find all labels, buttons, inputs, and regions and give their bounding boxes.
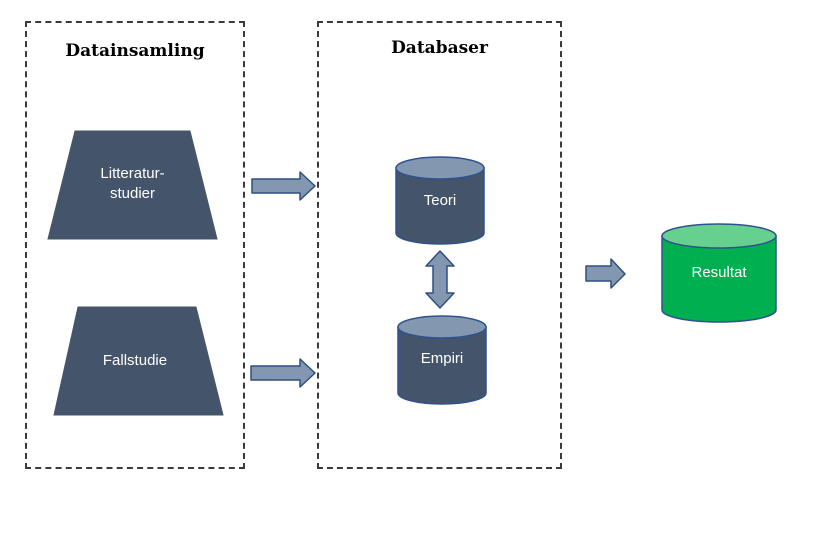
right-block-arrow-icon [250,358,316,388]
resultat-cylinder [661,223,777,323]
teori-cylinder [395,156,485,245]
databaser-panel: Databaser [317,21,562,469]
up-down-block-arrow-icon [425,250,455,309]
litteratur-label-line2: studier [109,185,156,202]
fallstudie-label: Fallstudie [102,352,168,369]
litteratur-trapezoid [47,130,218,240]
right-block-arrow-icon [585,258,626,289]
empiri-label: Empiri [420,350,464,367]
litteratur-label: Litteratur- studier [70,164,195,204]
datainsamling-title: Datainsamling [65,41,205,61]
datainsamling-panel: Datainsamling [25,21,245,469]
databaser-title: Databaser [391,38,488,58]
resultat-label: Resultat [691,264,747,281]
empiri-cylinder [397,315,487,405]
teori-label: Teori [423,192,457,209]
fallstudie-trapezoid [53,306,224,416]
litteratur-label-line1: Litteratur- [100,165,165,182]
right-block-arrow-icon [251,171,316,201]
